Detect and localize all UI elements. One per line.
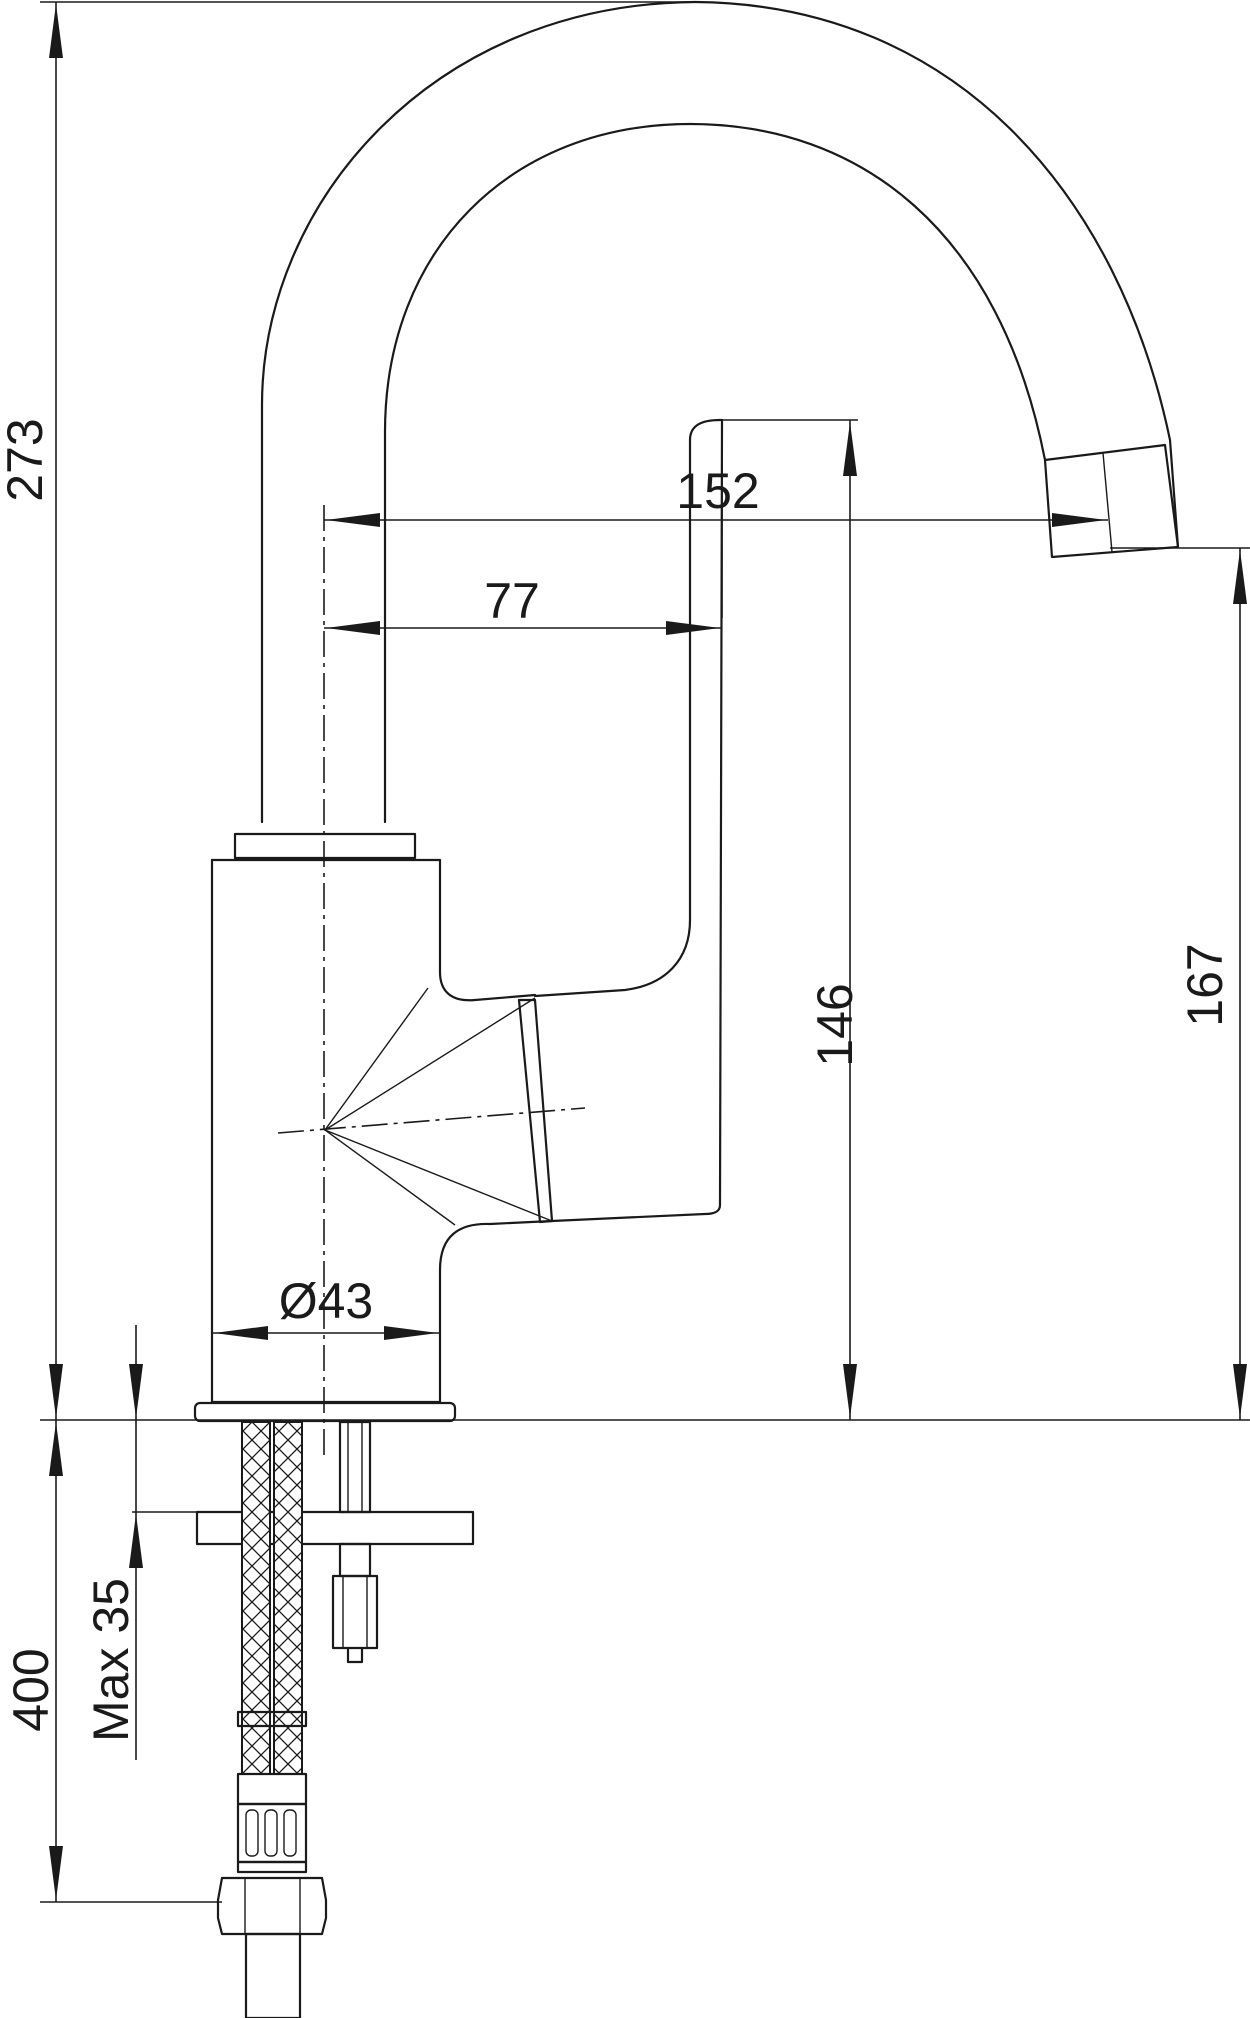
- cartridge-axis-line: [277, 1107, 586, 1134]
- dim-35-arrow-bottom: [129, 1514, 143, 1568]
- braided-hose-left: [241, 1421, 271, 1775]
- label-400: 400: [3, 1648, 59, 1731]
- dim-400-arrow-top: [49, 1422, 63, 1476]
- hose-nut: [216, 1876, 328, 1936]
- cartridge-cone-inner: [323, 997, 553, 1222]
- label-152: 152: [676, 463, 759, 519]
- hose-ferrule-top: [236, 1710, 308, 1728]
- mounting-nut-tip: [346, 1646, 364, 1664]
- label-273: 273: [0, 418, 53, 501]
- label-max-35: Max 35: [83, 1578, 139, 1742]
- label-77: 77: [484, 573, 540, 629]
- hose-ferrule: [236, 1772, 308, 1806]
- spout-aerator-divider: [1102, 452, 1113, 553]
- dim-152-arrow-right: [1052, 513, 1106, 527]
- dim-146-arrow-bottom: [843, 1364, 857, 1418]
- spout-outer-curve: [260, 0, 1180, 824]
- braided-hose-right: [273, 1421, 303, 1775]
- dim-35-arrow-top: [129, 1364, 143, 1418]
- label-146: 146: [807, 983, 863, 1066]
- base-flange: [193, 1401, 457, 1423]
- dim-77-arrow-left: [326, 621, 380, 635]
- dim-77-arrow-right: [666, 621, 720, 635]
- mounting-nut: [331, 1574, 379, 1650]
- dimension-lines: [40, 1, 1250, 1903]
- dimension-labels: 273 152 77 146 167 Ø43 400 Max 35: [0, 418, 1233, 1742]
- spout-inner-curve: [383, 122, 1047, 824]
- hose-ferrule-lower: [236, 1860, 308, 1874]
- hose-crimp-slot-2: [264, 1809, 278, 1857]
- dim-273-arrow-top: [49, 4, 63, 58]
- dim-43-arrow-left: [214, 1326, 268, 1340]
- dim-167-arrow-bottom: [1233, 1364, 1247, 1418]
- mounting-rod: [338, 1420, 372, 1514]
- dim-152-arrow-left: [326, 513, 380, 527]
- faucet-outline: [193, 0, 1180, 2018]
- spout-aerator: [1043, 443, 1180, 559]
- cartridge-cone: [324, 987, 456, 1226]
- label-167: 167: [1177, 943, 1233, 1026]
- dim-400-arrow-bottom: [49, 1846, 63, 1900]
- mounting-plate: [195, 1510, 475, 1546]
- center-lines: [277, 505, 586, 1460]
- dim-43-arrow-right: [384, 1326, 438, 1340]
- hose-crimp-slot-1: [245, 1809, 259, 1857]
- faucet-body-lower: [210, 858, 554, 1404]
- dim-146-arrow-top: [843, 422, 857, 476]
- dim-167-arrow-top: [1233, 550, 1247, 604]
- lever-handle: [533, 418, 724, 1223]
- label-43: Ø43: [279, 1273, 374, 1329]
- dim-273-arrow-bottom: [49, 1364, 63, 1418]
- faucet-body: [210, 858, 537, 1002]
- mounting-rod-lower: [338, 1542, 372, 1578]
- hose-crimp-slot-3: [283, 1809, 297, 1857]
- spout-collar: [233, 832, 417, 860]
- hose-end-pipe: [244, 1932, 302, 2018]
